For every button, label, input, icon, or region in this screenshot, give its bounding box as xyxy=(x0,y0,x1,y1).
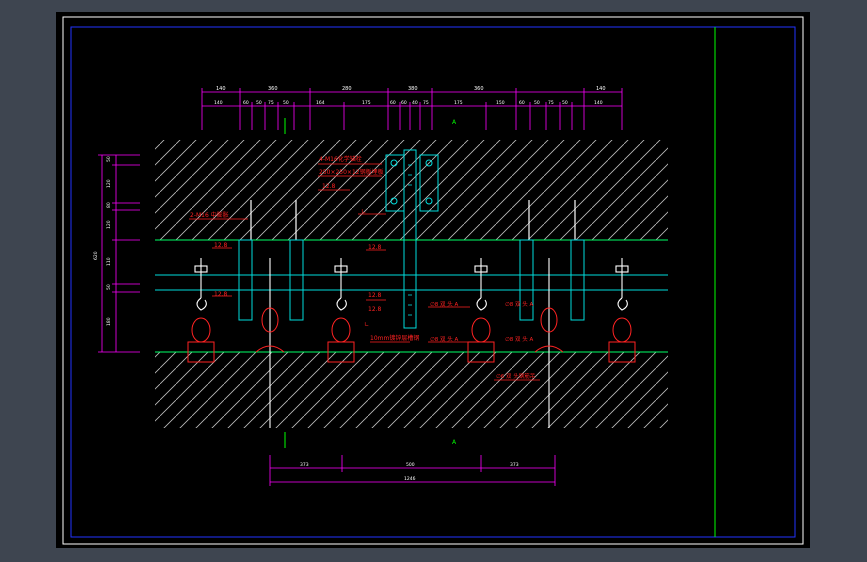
section-mark-top: A xyxy=(452,119,457,126)
inner-frame xyxy=(70,26,796,538)
angle-brackets xyxy=(238,239,585,321)
top-dim-2-8: 60 xyxy=(390,100,396,106)
callout-anchor-plate-bolts: 4-M16化学锚栓 xyxy=(319,155,362,163)
bottom-dim-1: 373 xyxy=(300,462,309,468)
anchor-bolts xyxy=(250,200,576,240)
top-dim-2-17: 50 xyxy=(562,100,568,106)
top-dimension-row-2 xyxy=(202,102,622,130)
callout-bolt-3: ∅8 双 头 A xyxy=(430,335,459,343)
top-dim-1-3: 280 xyxy=(342,86,352,92)
top-dim-2-14: 60 xyxy=(519,100,525,106)
top-dim-2-10: 40 xyxy=(412,100,418,106)
left-dim-7: 180 xyxy=(106,317,112,326)
top-dim-1-5: 360 xyxy=(474,86,484,92)
callout-weld-5: 12.8 xyxy=(368,306,382,313)
top-dim-2-4: 75 xyxy=(268,100,274,106)
callout-weld-2: 12.8 xyxy=(214,291,228,298)
left-dim-1: 50 xyxy=(106,156,112,162)
outer-frame xyxy=(62,16,804,545)
top-dim-1-6: 140 xyxy=(596,86,606,92)
top-dim-2-13: 150 xyxy=(496,100,505,106)
callout-anchor-plate: 250×250×12钢板埋板 xyxy=(319,168,384,176)
hook-hangers xyxy=(194,258,629,311)
drawing-sheet xyxy=(56,12,810,548)
top-dim-2-12: 175 xyxy=(454,100,463,106)
suspension-rods xyxy=(269,258,550,428)
left-dim-5: 110 xyxy=(106,257,112,266)
left-dim-total: 620 xyxy=(93,251,99,260)
top-dim-1-1: 140 xyxy=(216,86,226,92)
callout-steel-rod: ∅6 双 头钢筋吊 xyxy=(496,372,535,380)
callout-bolt-4: ∅8 双 头 A xyxy=(505,335,534,343)
top-dim-1-4: 380 xyxy=(408,86,418,92)
bottom-dim-2: 500 xyxy=(406,462,415,468)
left-dim-2: 120 xyxy=(106,179,112,188)
top-dim-2-1: 140 xyxy=(214,100,223,106)
callout-weld-4: 12.8 xyxy=(368,292,382,299)
concrete-slab-top xyxy=(155,140,668,240)
annotation-leaders xyxy=(189,163,540,381)
callout-plate-weld: 12.8 xyxy=(322,183,336,190)
top-dimension-row-1 xyxy=(201,88,623,130)
top-dim-2-9: 60 xyxy=(401,100,407,106)
top-dim-2-7: 175 xyxy=(362,100,371,106)
concrete-slab-bottom xyxy=(155,352,668,428)
left-dim-4: 120 xyxy=(106,220,112,229)
top-dim-2-11: 75 xyxy=(423,100,429,106)
central-hanger-ticks xyxy=(408,164,412,316)
top-dim-2-16: 75 xyxy=(548,100,554,106)
top-dim-2-3: 50 xyxy=(256,100,262,106)
callout-bolt-2: ∅8 双 头 A xyxy=(505,300,534,308)
top-dim-2-6: 164 xyxy=(316,100,325,106)
top-dim-2-2: 60 xyxy=(243,100,249,106)
callout-channel: 10mm镀锌层槽钢 xyxy=(370,334,419,342)
section-mark-bottom: A xyxy=(452,439,457,446)
left-dimension-lines xyxy=(98,154,140,353)
callout-anchor-label: 2-M16 中膨胀 xyxy=(190,211,229,219)
callout-bolt-1: ∅8 双 头 A xyxy=(430,300,459,308)
central-anchor-plate xyxy=(385,149,439,329)
left-dim-6: 50 xyxy=(106,284,112,290)
top-dim-2-18: 140 xyxy=(594,100,603,106)
top-dim-2-15: 50 xyxy=(534,100,540,106)
top-dim-2-5: 50 xyxy=(283,100,289,106)
top-dim-1-2: 360 xyxy=(268,86,278,92)
callout-weld-3: 12.8 xyxy=(368,244,382,251)
callout-clip: ∟ xyxy=(364,321,369,328)
left-dim-3: 80 xyxy=(106,202,112,208)
bottom-dim-total: 1246 xyxy=(404,476,416,482)
ceiling-clips xyxy=(187,307,636,363)
callout-weld-1: 12.8 xyxy=(214,242,228,249)
bottom-dim-3: 373 xyxy=(510,462,519,468)
callout-angle-label: ∟ xyxy=(361,208,366,215)
bottom-dimension-lines xyxy=(269,455,556,486)
